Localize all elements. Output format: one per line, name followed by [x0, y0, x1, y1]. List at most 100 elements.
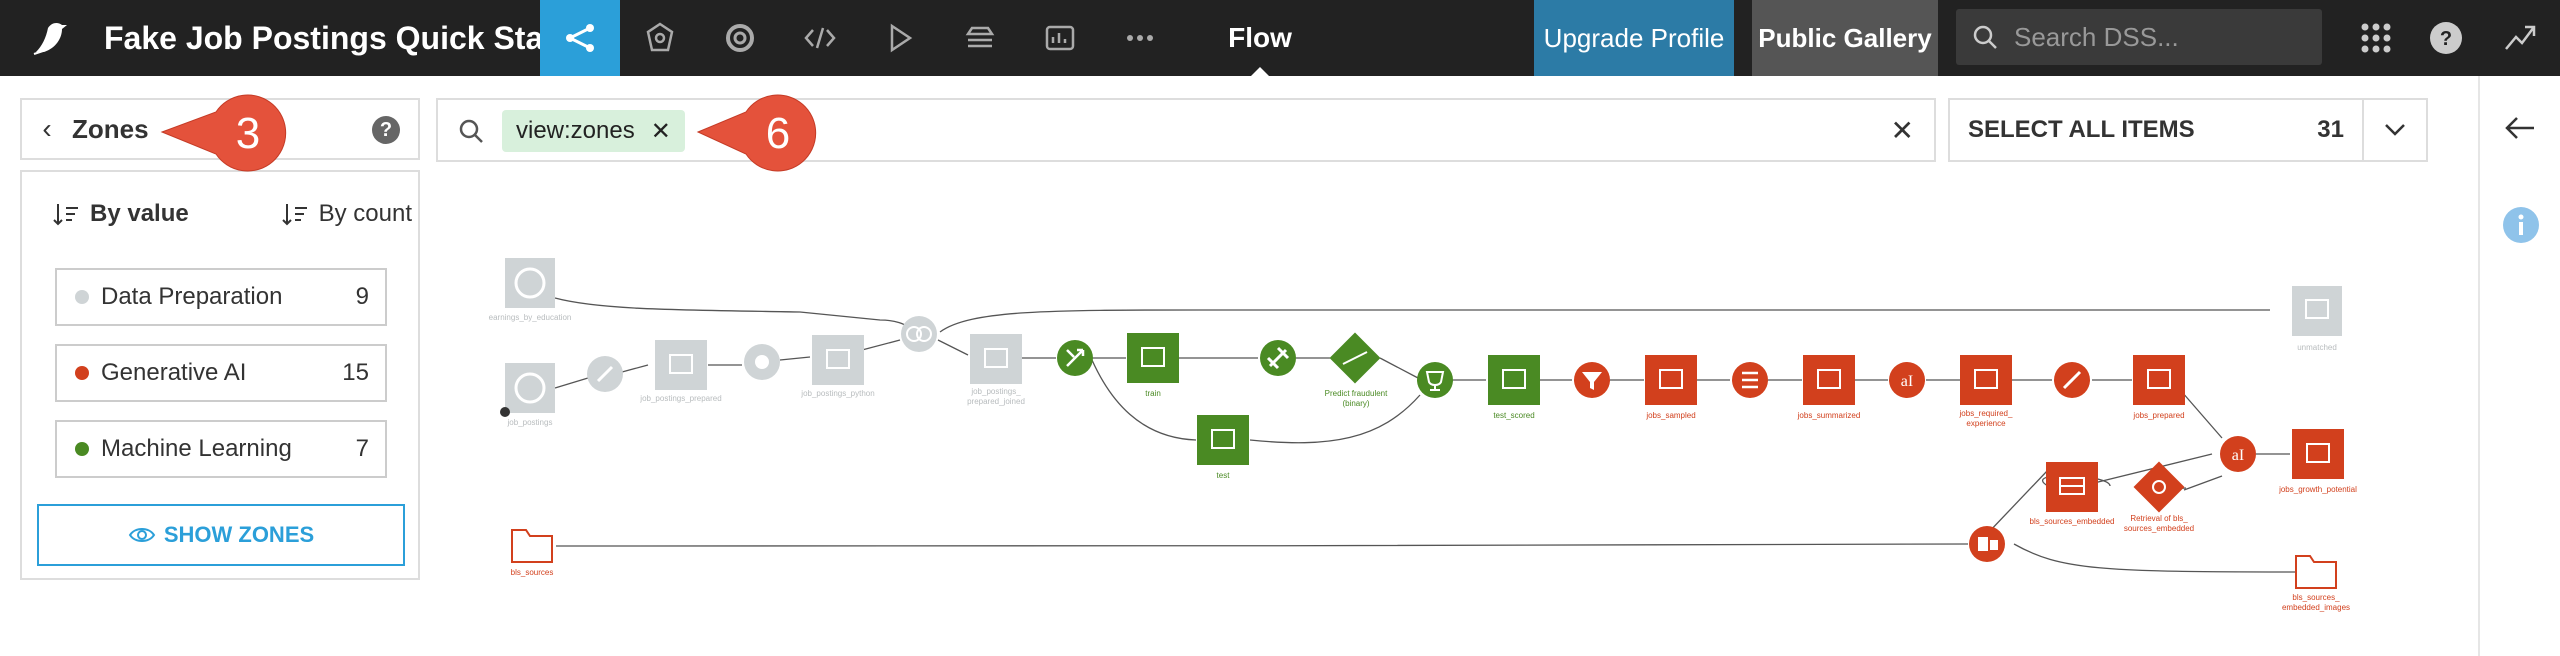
- node-label: job_postings_prepared: [639, 394, 721, 403]
- node-label: Retrieval of bls_: [2130, 514, 2188, 523]
- node-label: unmatched: [2297, 343, 2337, 352]
- upgrade-profile-button[interactable]: Upgrade Profile: [1534, 0, 1734, 76]
- node-label: (binary): [1342, 399, 1369, 408]
- zone-item-machine-learning[interactable]: Machine Learning 7: [55, 420, 387, 478]
- public-gallery-button[interactable]: Public Gallery: [1752, 0, 1938, 76]
- back-chevron-icon[interactable]: ‹: [42, 113, 52, 144]
- zone-item-generative-ai[interactable]: Generative AI 15: [55, 344, 387, 402]
- remove-filter-icon[interactable]: ✕: [650, 117, 671, 145]
- global-search-input[interactable]: [2014, 21, 2294, 53]
- nav-code-icon[interactable]: [780, 0, 860, 76]
- sort-by-count[interactable]: By count: [281, 200, 412, 228]
- flow-recipe-llm-prompt[interactable]: aI: [1889, 362, 1925, 398]
- nav-run-icon[interactable]: [860, 0, 940, 76]
- info-icon[interactable]: [2502, 206, 2540, 249]
- annotation-number: 3: [236, 109, 260, 158]
- flow-node-jobs-prepared[interactable]: jobs_prepared: [2132, 355, 2185, 420]
- filter-chip-label: view:zones: [516, 117, 635, 144]
- flow-node-job-postings-prepared[interactable]: job_postings_prepared: [639, 340, 722, 403]
- annotation-number: 6: [766, 109, 790, 158]
- node-label: bls_sources_embedded: [2030, 517, 2115, 526]
- node-label: job_postings_: [970, 387, 1021, 396]
- zones-help-icon[interactable]: ?: [372, 116, 400, 144]
- collapse-arrow-icon[interactable]: [2504, 114, 2536, 147]
- show-zones-button[interactable]: SHOW ZONES: [37, 504, 405, 566]
- node-label: bls_sources_: [2292, 593, 2340, 602]
- select-all-items[interactable]: SELECT ALL ITEMS 31: [1948, 98, 2428, 162]
- show-zones-label: SHOW ZONES: [163, 522, 315, 547]
- flow-recipe-summarize[interactable]: [1732, 362, 1768, 398]
- node-label: job_postings_python: [800, 389, 874, 398]
- sort-desc-icon: [53, 204, 78, 226]
- current-view-flow[interactable]: Flow: [1180, 0, 1340, 76]
- trend-icon[interactable]: [2486, 0, 2554, 76]
- flow-folder-bls-sources[interactable]: bls_sources: [511, 529, 554, 577]
- flow-recipe-python[interactable]: [744, 344, 780, 380]
- zone-color-dot: [75, 366, 89, 380]
- zone-color-dot: [75, 442, 89, 456]
- zones-panel: By value By count Data Preparation 9 Gen…: [20, 170, 420, 580]
- annotation-callout-6: 6: [696, 94, 817, 172]
- flow-recipe-score[interactable]: [1417, 362, 1453, 398]
- flow-node-unmatched[interactable]: unmatched: [2292, 286, 2342, 352]
- flow-recipe-prepare[interactable]: [587, 356, 623, 392]
- flow-recipe-train-model[interactable]: [1260, 340, 1296, 376]
- flow-folder-bls-sources-embedded-images[interactable]: bls_sources_ embedded_images: [2282, 555, 2350, 612]
- flow-model-predict-fraudulent[interactable]: Predict fraudulent (binary): [1325, 332, 1388, 408]
- nav-dashboard-icon[interactable]: [1020, 0, 1100, 76]
- flow-recipe-embed-documents[interactable]: [1969, 526, 2005, 562]
- node-label: jobs_prepared: [2132, 411, 2184, 420]
- flow-recipe-prepare-red[interactable]: [2054, 362, 2090, 398]
- flow-recipe-llm-prompt-2[interactable]: aI: [2220, 436, 2256, 472]
- zone-color-dot: [75, 290, 89, 304]
- filter-chip-view-zones[interactable]: view:zones ✕: [502, 110, 685, 152]
- flow-node-job-postings-python[interactable]: job_postings_python: [800, 335, 875, 398]
- nav-lab-icon[interactable]: [620, 0, 700, 76]
- flow-node-jobs-sampled[interactable]: jobs_sampled: [1645, 355, 1697, 420]
- node-label: bls_sources: [511, 568, 554, 577]
- node-label: jobs_growth_potential: [2278, 485, 2357, 494]
- node-label: jobs_summarized: [1797, 411, 1861, 420]
- zone-name: Data Preparation: [101, 283, 283, 310]
- flow-recipe-join[interactable]: [901, 316, 937, 352]
- sort-by-value[interactable]: By value: [52, 200, 189, 228]
- select-all-count: 31: [2317, 116, 2344, 143]
- zone-name: Machine Learning: [101, 435, 292, 462]
- flow-node-jobs-summarized[interactable]: jobs_summarized: [1797, 355, 1861, 420]
- node-label: job_postings: [507, 418, 553, 427]
- flow-node-jobs-growth-potential[interactable]: jobs_growth_potential: [2278, 429, 2357, 494]
- flow-node-test[interactable]: test: [1197, 415, 1249, 480]
- nav-lifebuoy-icon[interactable]: [700, 0, 780, 76]
- flow-node-train[interactable]: train: [1127, 333, 1179, 398]
- flow-node-test-scored[interactable]: test_scored: [1488, 355, 1540, 420]
- flow-node-bls-sources-embedded[interactable]: bls_sources_embedded: [2030, 462, 2115, 526]
- node-label: prepared_joined: [967, 397, 1025, 406]
- project-title[interactable]: Fake Job Postings Quick Start: [104, 19, 567, 56]
- flow-node-job-postings[interactable]: job_postings: [500, 363, 555, 427]
- zone-item-data-preparation[interactable]: Data Preparation 9: [55, 268, 387, 326]
- flow-node-job-postings-prepared-joined[interactable]: job_postings_ prepared_joined: [967, 334, 1025, 406]
- chevron-down-icon[interactable]: [2362, 100, 2426, 160]
- node-label: train: [1145, 389, 1161, 398]
- flow-recipe-sample-filter[interactable]: [1574, 362, 1610, 398]
- nav-more-icon[interactable]: [1100, 0, 1180, 76]
- top-navigation-bar: Fake Job Postings Quick Start Flow Upgra…: [0, 0, 2560, 76]
- zone-count: 15: [342, 359, 369, 386]
- nav-flow-icon[interactable]: [540, 0, 620, 76]
- help-icon[interactable]: ?: [2412, 0, 2480, 76]
- svg-text:aI: aI: [1901, 373, 1913, 390]
- node-label: Predict fraudulent: [1325, 389, 1388, 398]
- dataiku-bird-logo[interactable]: [0, 0, 100, 76]
- flow-filter-bar[interactable]: view:zones ✕ ✕: [436, 98, 1936, 162]
- nav-deploy-icon[interactable]: [940, 0, 1020, 76]
- clear-filter-icon[interactable]: ✕: [1890, 115, 1914, 146]
- apps-grid-icon[interactable]: [2342, 0, 2410, 76]
- flow-node-jobs-required-experience[interactable]: jobs_required_ experience: [1959, 355, 2013, 428]
- global-search[interactable]: [1956, 9, 2322, 65]
- sort-by-value-label: By value: [90, 200, 189, 227]
- flow-recipe-split[interactable]: [1057, 340, 1093, 376]
- svg-text:?: ?: [2440, 28, 2452, 50]
- flow-knowledge-bank-retrieval[interactable]: Retrieval of bls_ sources_embedded: [2124, 461, 2194, 533]
- node-label: experience: [1966, 419, 2006, 428]
- flow-node-earnings-by-education[interactable]: earnings_by_education: [489, 258, 572, 322]
